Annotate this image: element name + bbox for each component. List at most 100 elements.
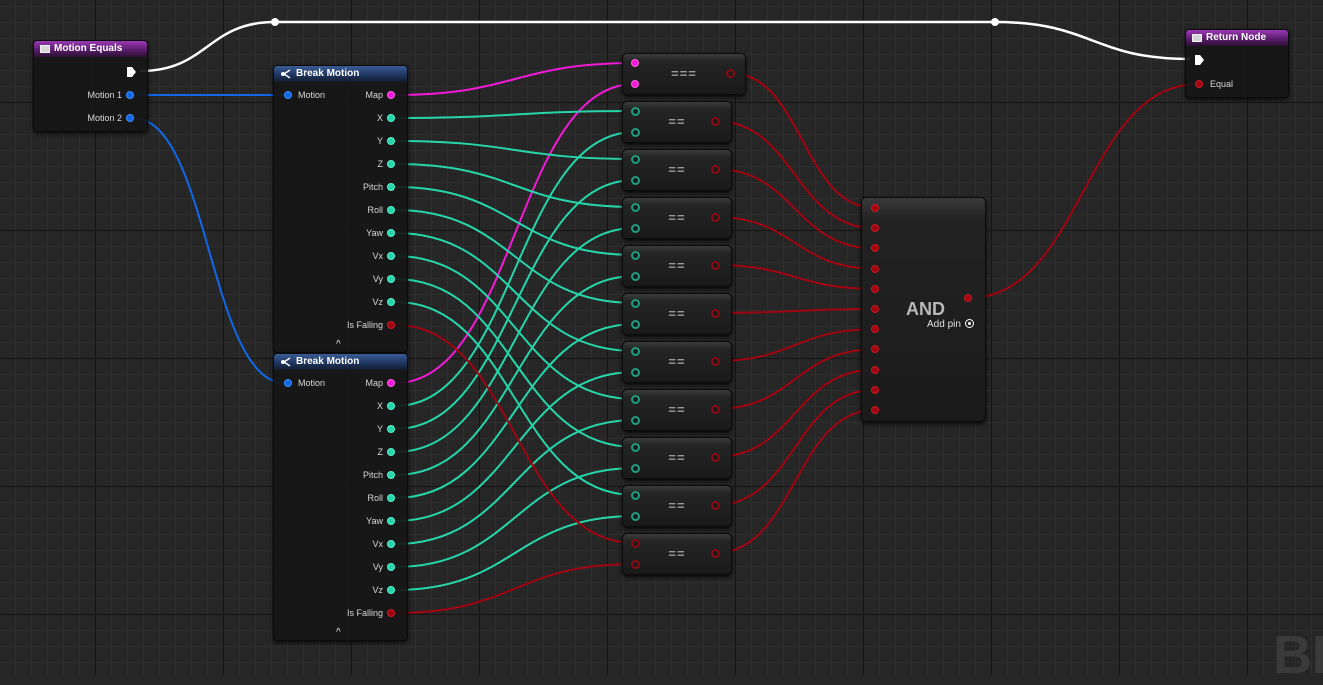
break-motion-1-output-pin[interactable] xyxy=(387,298,395,306)
break-motion-1-output-pin[interactable] xyxy=(387,252,395,260)
compare-output-pin[interactable] xyxy=(711,357,720,366)
break-motion-2-output-pin[interactable] xyxy=(387,517,395,525)
and-input-pin[interactable] xyxy=(871,406,879,414)
compare-input-pin[interactable] xyxy=(631,491,640,500)
break-motion-2-output-pin[interactable] xyxy=(387,425,395,433)
compare-output-pin[interactable] xyxy=(711,165,720,174)
motion-equals-pin-label: Motion 2 xyxy=(87,113,122,123)
break-motion-1-output-pin[interactable] xyxy=(387,206,395,214)
return-node-header[interactable]: Return Node xyxy=(1186,30,1288,46)
and-input-pin[interactable] xyxy=(871,204,879,212)
compare-output-pin[interactable] xyxy=(711,309,720,318)
and-input-pin[interactable] xyxy=(871,224,879,233)
break-motion-header-1[interactable]: Break Motion xyxy=(274,66,407,82)
compare-input-pin[interactable] xyxy=(631,539,640,548)
and-input-pin[interactable] xyxy=(871,305,879,313)
break-motion-1-output-label: Pitch xyxy=(362,182,383,192)
break-motion-1-output-label: Vy xyxy=(372,274,383,284)
compare-input-pin[interactable] xyxy=(631,368,640,377)
compare-input-pin[interactable] xyxy=(631,464,640,473)
compare-input-pin[interactable] xyxy=(631,347,640,356)
compare-input-pin[interactable] xyxy=(631,176,640,185)
compare-input-pin[interactable] xyxy=(631,443,640,452)
break-motion-1-output-pin[interactable] xyxy=(387,137,395,145)
compare-input-pin[interactable] xyxy=(631,272,640,281)
motion-1-output-pin[interactable] xyxy=(126,91,134,99)
break-motion-1-output-pin[interactable] xyxy=(387,275,395,283)
compare-input-pin[interactable] xyxy=(631,203,640,212)
break-motion-2-output-pin[interactable] xyxy=(387,471,395,479)
compare-input-pin[interactable] xyxy=(631,107,640,116)
and-node[interactable]: AND Add pin xyxy=(861,197,986,422)
compare-input-pin[interactable] xyxy=(631,512,640,521)
break-motion-2-output-pin[interactable] xyxy=(387,540,395,548)
break-motion-1-output-pin[interactable] xyxy=(387,91,395,99)
and-input-pin[interactable] xyxy=(871,284,879,293)
compare-input-pin[interactable] xyxy=(631,299,640,308)
break-motion-2-output-pin[interactable] xyxy=(387,494,395,502)
compare-output-pin[interactable] xyxy=(711,261,720,270)
compare-input-pin[interactable] xyxy=(631,80,639,88)
break-motion-2-output-pin[interactable] xyxy=(387,586,395,594)
break-motion-2-output-pin[interactable] xyxy=(387,379,395,387)
break-motion-2-output-pin[interactable] xyxy=(387,609,395,617)
compare-input-pin[interactable] xyxy=(631,59,639,67)
and-input-pin[interactable] xyxy=(871,385,879,394)
break-motion-1-output-pin[interactable] xyxy=(387,183,395,191)
compare-output-pin[interactable] xyxy=(711,501,720,510)
add-pin-button[interactable]: Add pin xyxy=(927,318,974,330)
break-motion-2-input-pin[interactable] xyxy=(284,379,292,387)
return-node-exec-in[interactable] xyxy=(1195,55,1204,65)
break-motion-1-input-label: Motion xyxy=(298,90,326,100)
compare-output-pin[interactable] xyxy=(711,405,720,414)
break-motion-1-output-label: Is Falling xyxy=(346,320,383,330)
break-motion-2-output-pin[interactable] xyxy=(387,402,395,410)
motion-2-output-pin[interactable] xyxy=(126,114,134,122)
compare-input-pin[interactable] xyxy=(631,395,640,404)
compare-input-pin[interactable] xyxy=(631,155,640,164)
compare-output-pin[interactable] xyxy=(711,117,720,126)
compare-operator-label: == xyxy=(668,258,686,273)
break-motion-1-output-pin[interactable] xyxy=(387,321,395,329)
compare-node[interactable]: === xyxy=(622,53,746,95)
compare-output-pin[interactable] xyxy=(711,453,720,462)
break-motion-node-2[interactable]: Break Motion xyxy=(273,353,408,641)
break-motion-1-output-label: X xyxy=(376,113,383,123)
break-motion-2-output-label: Vy xyxy=(372,562,383,572)
and-output-pin[interactable] xyxy=(964,294,972,302)
motion-equals-header[interactable]: Motion Equals xyxy=(34,41,147,57)
compare-input-pin[interactable] xyxy=(631,416,640,425)
compare-input-pin[interactable] xyxy=(631,320,640,329)
break-motion-2-output-pin[interactable] xyxy=(387,563,395,571)
break-motion-1-output-pin[interactable] xyxy=(387,160,395,168)
compare-operator-label: == xyxy=(668,450,686,465)
break-motion-2-output-label: Is Falling xyxy=(346,608,383,618)
break-motion-1-input-pin[interactable] xyxy=(284,91,292,99)
compare-input-pin[interactable] xyxy=(631,251,640,260)
and-input-pin[interactable] xyxy=(871,345,879,354)
compare-output-pin[interactable] xyxy=(711,213,720,222)
break-motion-header-2[interactable]: Break Motion xyxy=(274,354,407,370)
break-motion-1-output-pin[interactable] xyxy=(387,229,395,237)
compare-input-pin[interactable] xyxy=(631,224,640,233)
compare-input-pin[interactable] xyxy=(631,128,640,137)
break-motion-1-output-pin[interactable] xyxy=(387,114,395,122)
collapse-arrow-2[interactable]: ^ xyxy=(336,627,341,638)
and-input-pin[interactable] xyxy=(871,244,879,253)
break-motion-2-output-pin[interactable] xyxy=(387,448,395,456)
break-motion-2-output-label: Z xyxy=(377,447,384,457)
compare-node[interactable]: == xyxy=(622,293,732,335)
break-struct-icon xyxy=(281,357,291,367)
return-node[interactable]: Return Node xyxy=(1185,29,1289,98)
collapse-arrow-1[interactable]: ^ xyxy=(336,339,341,350)
and-input-pin[interactable] xyxy=(871,325,879,334)
break-motion-node-1[interactable]: Break Motion xyxy=(273,65,408,353)
compare-output-pin[interactable] xyxy=(711,549,720,558)
compare-node[interactable]: == xyxy=(622,485,732,527)
compare-input-pin[interactable] xyxy=(631,560,640,569)
and-input-pin[interactable] xyxy=(871,365,879,374)
and-input-pin[interactable] xyxy=(871,264,879,273)
equal-input-pin[interactable] xyxy=(1195,80,1203,88)
motion-equals-exec-out[interactable] xyxy=(127,67,136,77)
compare-output-pin[interactable] xyxy=(726,69,735,78)
